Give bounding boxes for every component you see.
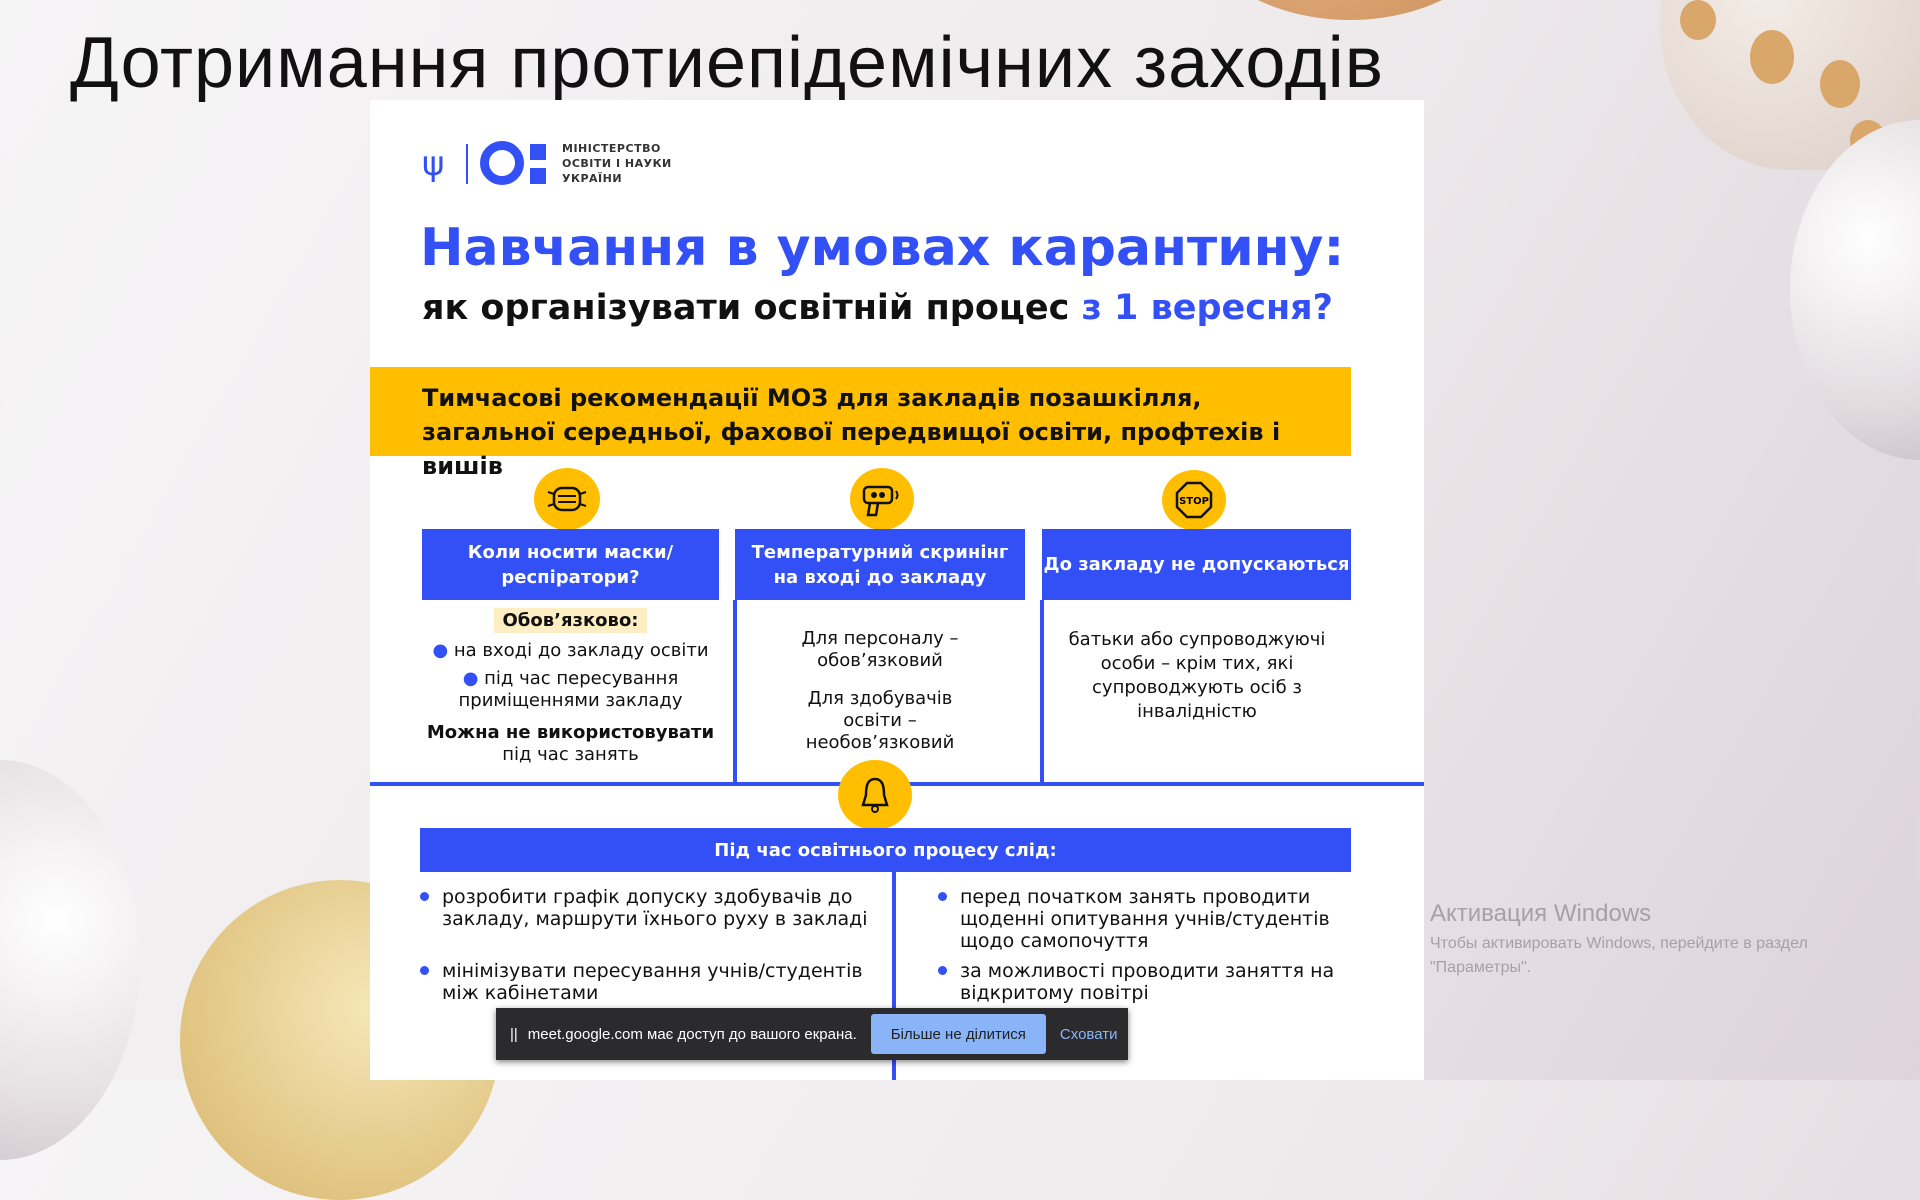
decor-dot	[1750, 30, 1794, 84]
hide-button[interactable]: Сховати	[1059, 1025, 1118, 1043]
slide-title: Дотримання протиепідемічних заходів	[70, 23, 1385, 103]
mask-icon	[534, 468, 600, 530]
not-admitted-header: До закладу не допускаються	[1042, 529, 1351, 600]
bullet-item: ● на вході до закладу освіти	[432, 640, 709, 661]
not-admitted-text: батьки або супроводжуючі особи – крім ти…	[1068, 629, 1326, 722]
screen-share-banner: || meet.google.com має доступ до вашого …	[496, 1008, 1128, 1060]
column-divider	[1040, 600, 1044, 784]
bell-icon	[838, 760, 912, 830]
process-item: перед початком занять проводити щоденні …	[938, 886, 1340, 952]
process-text: за можливості проводити заняття на відкр…	[960, 960, 1335, 1004]
decor-dot	[1820, 60, 1860, 108]
process-text: мінімізувати пересування учнів/студентів…	[442, 960, 863, 1004]
moe-logo-icon	[480, 141, 524, 185]
note-bold: Можна не використовувати	[426, 722, 715, 743]
process-item: за можливості проводити заняття на відкр…	[938, 960, 1340, 1004]
stop-sharing-button[interactable]: Більше не ділитися	[870, 1014, 1046, 1054]
svg-text:STOP: STOP	[1179, 496, 1209, 507]
windows-activation-watermark: Активация Windows Чтобы активировать Win…	[1430, 900, 1808, 980]
logo-divider	[466, 144, 468, 184]
process-text: перед початком занять проводити щоденні …	[960, 886, 1330, 952]
bullet-item: ● під час пересування приміщеннями закла…	[458, 668, 683, 711]
process-item: мінімізувати пересування учнів/студентів…	[420, 960, 872, 1004]
watermark-title: Активация Windows	[1430, 900, 1652, 927]
process-text: розробити графік допуску здобувачів до з…	[442, 886, 868, 930]
masks-column: Обов’язково: ● на вході до закладу освіт…	[422, 608, 719, 766]
logo-square	[530, 168, 546, 184]
process-divider	[892, 872, 896, 1080]
masks-header: Коли носити маски/респіратори?	[422, 529, 719, 600]
subheading-text: як організувати освітній процес	[422, 288, 1082, 328]
logo-line: МІНІСТЕРСТВО	[562, 142, 661, 155]
moh-recommendations-band: Тимчасові рекомендації МОЗ для закладів …	[370, 367, 1351, 480]
infographic-heading: Навчання в умовах карантину:	[420, 218, 1345, 278]
ministry-name: МІНІСТЕРСТВО ОСВІТИ І НАУКИ УКРАЇНИ	[562, 141, 672, 186]
infographic: ψ МІНІСТЕРСТВО ОСВІТИ І НАУКИ УКРАЇНИ На…	[370, 100, 1424, 1080]
mandatory-label: Обов’язково:	[494, 608, 647, 633]
trident-icon: ψ	[422, 144, 445, 184]
not-admitted-column: батьки або супроводжуючі особи – крім ти…	[1062, 628, 1332, 724]
students-rule: Для здобувачів освіти – необов’язковий	[805, 688, 955, 753]
drag-handle-icon[interactable]: ||	[510, 1025, 518, 1043]
infographic-subheading: як організувати освітній процес з 1 вере…	[422, 288, 1333, 328]
logo-line: ОСВІТИ І НАУКИ	[562, 157, 672, 170]
temperature-column: Для персоналу – обов’язковий Для здобува…	[780, 628, 980, 754]
stop-icon: STOP	[1162, 470, 1226, 530]
bullet-text: під час пересування приміщеннями закладу	[458, 668, 683, 711]
bullet-text: на вході до закладу освіти	[453, 640, 709, 661]
share-message: meet.google.com має доступ до вашого екр…	[527, 1025, 857, 1043]
decor-dot	[1680, 0, 1716, 40]
thermometer-icon	[850, 468, 914, 530]
column-divider	[733, 600, 737, 784]
process-item: розробити графік допуску здобувачів до з…	[420, 886, 872, 930]
decor-sphere-bl	[0, 760, 140, 1160]
logo-line: УКРАЇНИ	[562, 172, 623, 185]
decor-sphere-right	[1790, 120, 1920, 460]
note: під час занять	[502, 744, 639, 765]
staff-rule: Для персоналу – обов’язковий	[801, 628, 959, 671]
band-line: Тимчасові рекомендації МОЗ для закладів …	[422, 384, 1202, 412]
temperature-header: Температурний скринінг на вході до закла…	[735, 529, 1025, 600]
decor-ball-top	[1190, 0, 1510, 20]
band-line: загальної середньої, фахової передвищої …	[422, 418, 1281, 480]
logo-square	[530, 144, 546, 160]
watermark-line: "Параметры".	[1430, 959, 1532, 976]
watermark-line: Чтобы активировать Windows, перейдите в …	[1430, 935, 1808, 952]
subheading-accent: з 1 вересня?	[1081, 288, 1333, 328]
process-header: Під час освітнього процесу слід:	[420, 828, 1351, 872]
